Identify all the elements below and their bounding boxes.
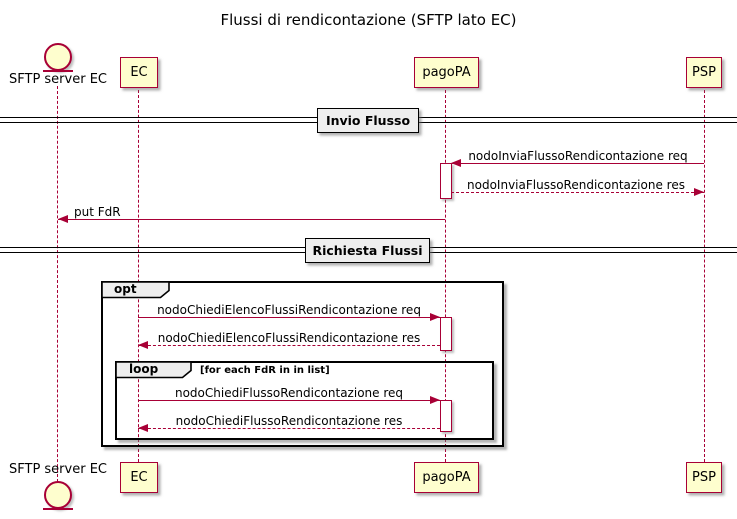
- arrowhead-right-icon: [430, 313, 440, 321]
- arrowhead-right-icon: [694, 188, 704, 196]
- activation-bar: [440, 400, 452, 432]
- diagram-title: Flussi di rendicontazione (SFTP lato EC): [220, 11, 517, 29]
- message-line: [452, 163, 704, 164]
- fragment-opt-keyword: opt: [114, 282, 137, 296]
- participant-pagopa-bottom: pagoPA: [414, 462, 479, 493]
- participant-sftp-bottom: SFTP server EC: [9, 462, 107, 477]
- message-label: nodoChiediElencoFlussiRendicontazione re…: [157, 331, 421, 345]
- participant-label: EC: [130, 470, 148, 485]
- activation-bar: [440, 317, 452, 351]
- divider-label: Richiesta Flussi: [312, 243, 423, 258]
- participant-label: pagoPA: [422, 65, 471, 80]
- message-label: nodoInviaFlussoRendicontazione req: [468, 149, 688, 163]
- participant-pagopa-top: pagoPA: [414, 57, 479, 88]
- participant-label: pagoPA: [422, 470, 471, 485]
- divider-richiesta-flussi: Richiesta Flussi: [305, 238, 430, 263]
- participant-label: PSP: [692, 65, 716, 80]
- fragment-loop-guard: [for each FdR in in list]: [200, 365, 330, 376]
- lifeline-ec: [138, 85, 139, 462]
- lifeline-pagopa: [445, 85, 446, 462]
- message-label: nodoChiediFlussoRendicontazione res: [175, 414, 403, 428]
- message-line: [138, 345, 440, 346]
- entity-underline: [43, 70, 73, 72]
- arrowhead-right-icon: [430, 396, 440, 404]
- message-line: [451, 192, 704, 193]
- entity-icon: [44, 43, 72, 71]
- lifeline-psp: [704, 85, 705, 462]
- participant-label: PSP: [692, 470, 716, 485]
- fragment-opt: [101, 281, 504, 447]
- message-label: nodoInviaFlussoRendicontazione res: [467, 178, 685, 192]
- divider-invio-flusso: Invio Flusso: [317, 108, 419, 133]
- participant-psp-bottom: PSP: [686, 462, 722, 493]
- fragment-opt-header-shape: [101, 281, 170, 299]
- message-label: nodoChiediFlussoRendicontazione req: [174, 386, 404, 400]
- fragment-loop-header-shape: [115, 361, 192, 379]
- fragment-loop: [115, 361, 494, 440]
- entity-icon: [44, 481, 72, 509]
- message-line: [58, 219, 445, 220]
- message-line: [138, 428, 440, 429]
- arrowhead-left-icon: [138, 424, 148, 432]
- activation-bar: [440, 163, 452, 199]
- message-line: [138, 400, 440, 401]
- divider-label: Invio Flusso: [325, 113, 411, 128]
- message-label: nodoChiediElencoFlussiRendicontazione re…: [157, 303, 421, 317]
- entity-underline: [43, 508, 73, 510]
- message-line: [138, 317, 440, 318]
- participant-label: EC: [130, 65, 148, 80]
- arrowhead-left-icon: [451, 159, 461, 167]
- lifeline-sftp: [57, 86, 58, 482]
- participant-sftp-top: SFTP server EC: [9, 72, 107, 87]
- message-label: put FdR: [74, 205, 121, 219]
- participant-ec-top: EC: [120, 57, 158, 88]
- participant-psp-top: PSP: [686, 57, 722, 88]
- arrowhead-left-icon: [138, 341, 148, 349]
- participant-ec-bottom: EC: [120, 462, 158, 493]
- fragment-loop-keyword: loop: [129, 362, 159, 376]
- arrowhead-left-icon: [58, 215, 68, 223]
